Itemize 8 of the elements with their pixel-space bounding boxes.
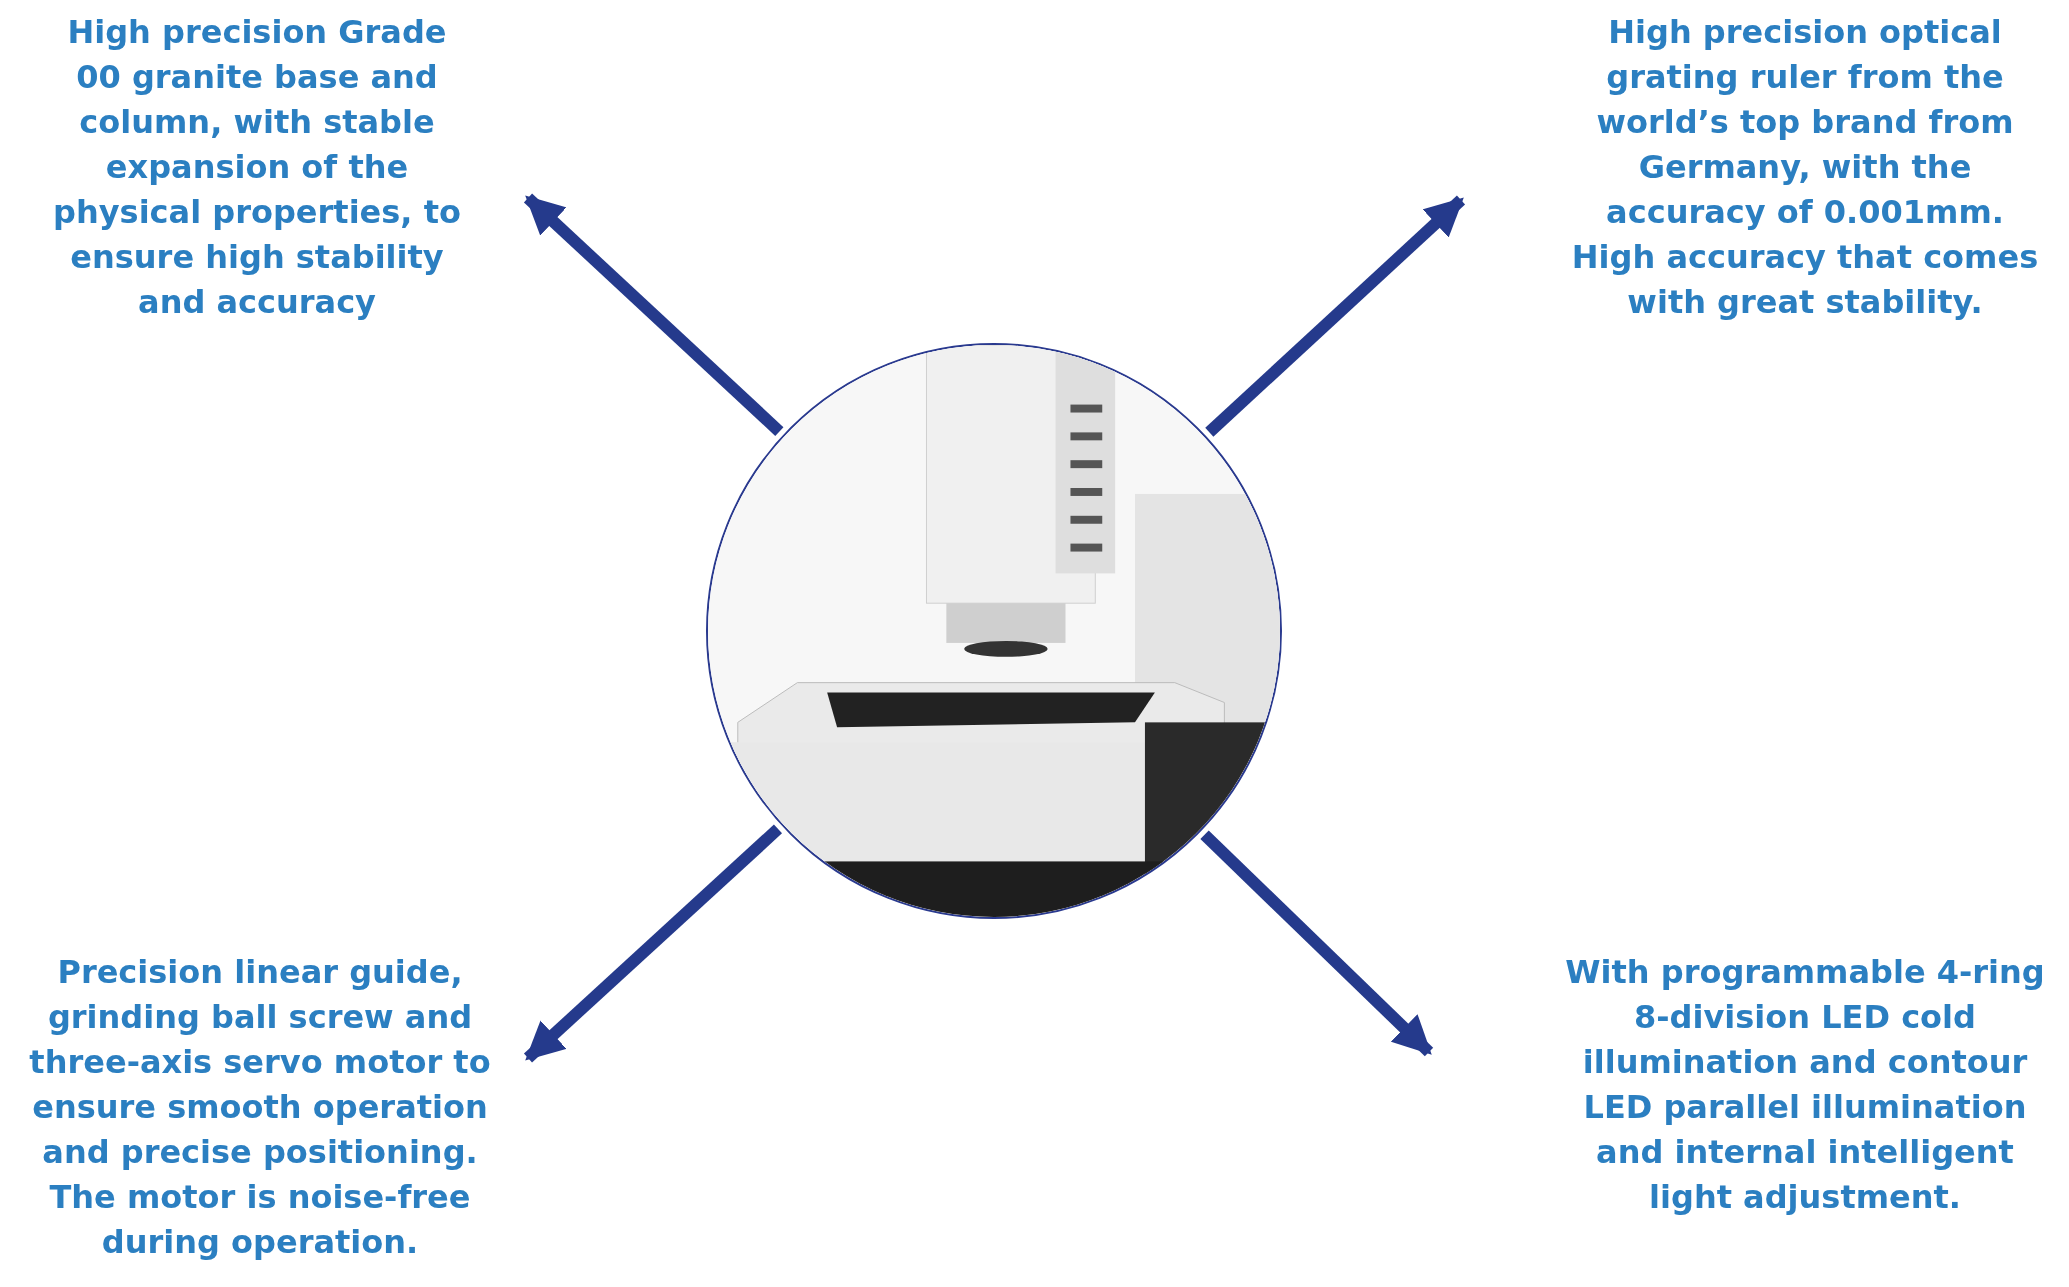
arrow xyxy=(523,824,783,1063)
arrow xyxy=(523,193,784,436)
feature-text: With programmable 4-ring 8-division LED cold illumination and contour LED parallel illumination and internal intelligent light adjustment. xyxy=(1555,950,2055,1230)
arrow xyxy=(1205,195,1466,437)
feature-text: Precision linear guide, grinding ball screw and three-axis servo motor to ensure smooth operation and precise positioning. The motor is noise-free during operation. xyxy=(20,950,500,1270)
feature-text: High precision optical grating ruler from the world’s top brand from Germany, with the accuracy of 0.001mm. High accuracy that comes with great stability. xyxy=(1560,10,2050,330)
feature-text: High precision Grade 00 granite base and column, with stable expansion of the physical properties, to ensure high stability and accuracy xyxy=(47,10,467,330)
arrow xyxy=(1200,830,1434,1057)
